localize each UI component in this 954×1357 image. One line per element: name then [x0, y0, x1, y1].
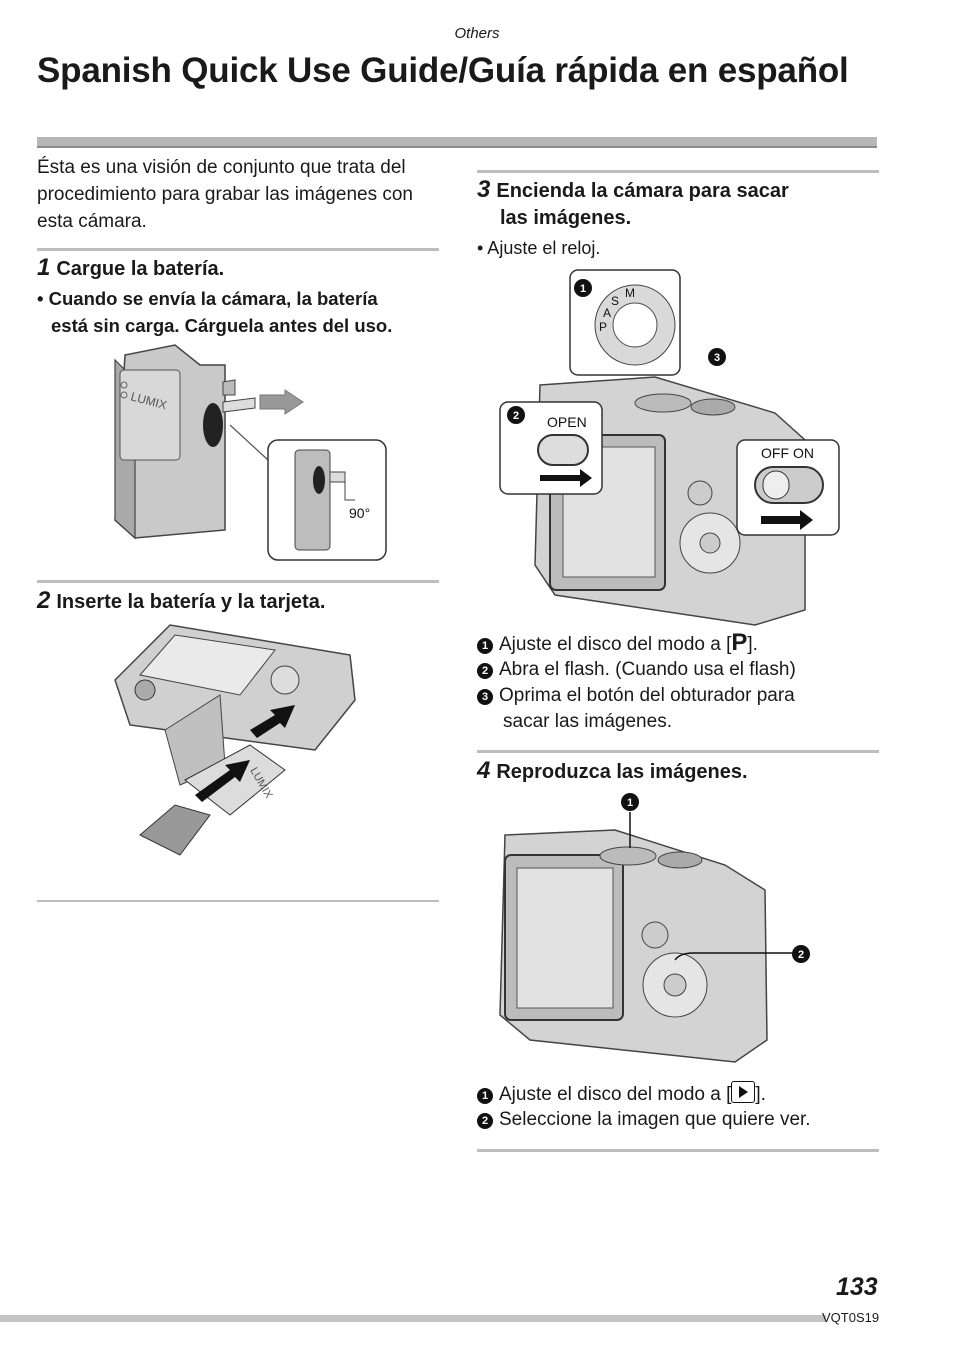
charger-illustration: LUMIX 90°	[114, 344, 387, 561]
step3-item1-marker: 1	[477, 638, 493, 654]
step2-title: Inserte la batería y la tarjeta.	[56, 591, 326, 613]
step1-number: 1	[37, 254, 51, 281]
left-bottom-divider	[37, 900, 439, 902]
step3-bullet: • Ajuste el reloj.	[477, 238, 601, 258]
step3-item3-marker: 3	[477, 689, 493, 705]
battery-card-illustration: LUMIX	[114, 624, 356, 856]
dial-m: M	[625, 286, 635, 300]
footer-bar	[0, 1315, 826, 1322]
on-label: ON	[793, 445, 814, 461]
dial-p: P	[599, 320, 607, 334]
step1-note-line1: • Cuando se envía la cámara, la batería	[37, 288, 378, 309]
step4-item2-text: Seleccione la imagen que quiere ver.	[499, 1109, 811, 1130]
step4-divider	[477, 750, 879, 753]
step3-divider	[477, 170, 879, 173]
step1-title: Cargue la batería.	[56, 258, 225, 280]
step3-number: 3	[477, 176, 491, 203]
intro-paragraph: Ésta es una visión de conjunto que trata…	[37, 157, 413, 232]
step4-item1: 1 Ajuste el disco del modo a [].	[477, 1081, 766, 1108]
step3-item1: 1 Ajuste el disco del modo a [P].	[477, 630, 758, 658]
step1-divider	[37, 248, 439, 251]
step4-item2: 2 Seleccione la imagen que quiere ver.	[477, 1107, 811, 1133]
step4-item2-marker: 2	[477, 1113, 493, 1129]
step3-item2-marker: 2	[477, 663, 493, 679]
step4-item1-text: Ajuste el disco del modo a [	[499, 1084, 732, 1105]
step4-number: 4	[477, 757, 491, 784]
step4-item1-close: ].	[755, 1084, 766, 1105]
step3-item2: 2 Abra el flash. (Cuando usa el flash)	[477, 657, 796, 683]
step4-item1-marker: 1	[477, 1088, 493, 1104]
step3-item3: 3 Oprima el botón del obturador para	[477, 683, 795, 709]
step2-number: 2	[37, 587, 51, 614]
step3-item3-line1: Oprima el botón del obturador para	[499, 685, 795, 706]
step2-divider	[37, 580, 439, 583]
pb-callout-1: 1	[627, 797, 633, 809]
step3-title-line2: las imágenes.	[500, 207, 632, 229]
charger-angle-label: 90°	[349, 505, 370, 521]
camera-top-illustration: P A S M 1 3 2 OPEN OFF ON	[499, 269, 840, 626]
step3-item1-text: Ajuste el disco del modo a [	[499, 634, 732, 655]
step3-item3-line2: sacar las imágenes.	[503, 711, 672, 732]
step3-item1-close: ].	[747, 634, 758, 655]
document-code: VQT0S19	[822, 1310, 880, 1325]
open-label: OPEN	[547, 414, 587, 430]
page-number: 133	[836, 1273, 878, 1301]
callout-3: 3	[714, 352, 720, 364]
title-divider	[37, 137, 877, 148]
right-bottom-divider	[477, 1149, 879, 1152]
callout-1: 1	[580, 283, 586, 295]
step3-item2-text: Abra el flash. (Cuando usa el flash)	[499, 659, 796, 680]
running-header: Others	[454, 25, 500, 42]
step4-title: Reproduzca las imágenes.	[496, 761, 748, 783]
off-label: OFF	[761, 445, 789, 461]
playback-icon	[731, 1081, 756, 1103]
dial-s: S	[611, 294, 619, 308]
pb-callout-2: 2	[798, 949, 804, 961]
dial-a: A	[603, 306, 611, 320]
p-mode-icon: P	[731, 629, 748, 656]
step3-title-line1: Encienda la cámara para sacar	[496, 180, 789, 202]
step1-note-line2: está sin carga. Cárguela antes del uso.	[51, 315, 393, 336]
page-title: Spanish Quick Use Guide/Guía rápida en e…	[37, 51, 849, 90]
camera-playback-illustration: 1 2	[499, 793, 810, 1063]
callout-2: 2	[513, 410, 519, 422]
